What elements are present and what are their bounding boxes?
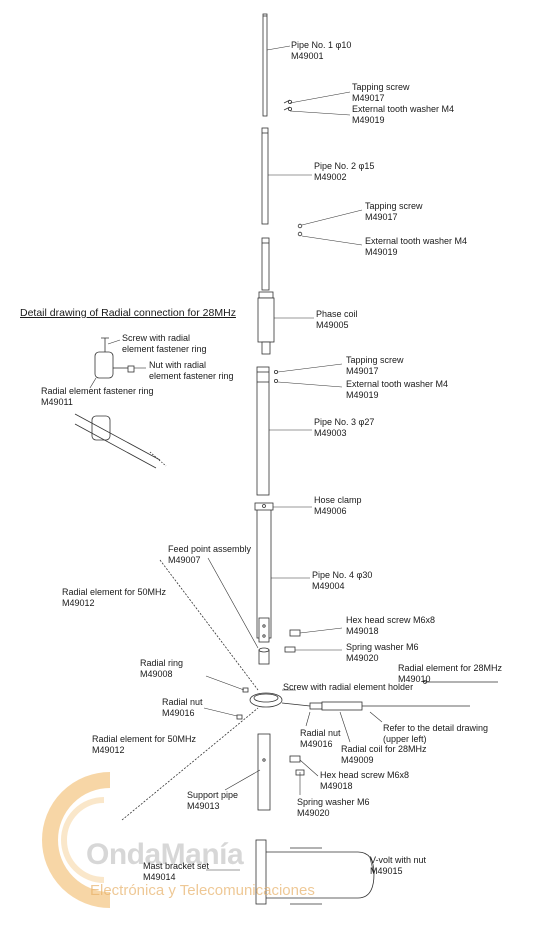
label-radial-nut-left: Radial nut M49016 — [162, 697, 203, 718]
label-pipe-no3: Pipe No. 3 φ27 M49003 — [314, 417, 375, 438]
label-v-volt: V-volt with nut M49015 — [370, 855, 427, 876]
radial-28-drawing — [281, 680, 498, 711]
phase-coil-drawing — [257, 291, 275, 355]
label-pipe-no4: Pipe No. 4 φ30 M49004 — [312, 570, 373, 591]
logo-brand-b: Manía — [160, 838, 244, 871]
label-radial-50-lower: Radial element for 50MHz M49012 — [92, 734, 197, 755]
logo-brand-a: Onda — [86, 838, 161, 871]
logo-tagline: Electrónica y Telecomunicaciones — [90, 882, 315, 899]
label-pipe-no1: Pipe No. 1 φ10 M49001 — [291, 40, 352, 61]
label-hex-screw-1: Hex head screw M6x8 M49018 — [346, 615, 436, 636]
detail-drawing — [74, 337, 167, 469]
label-fastener-ring: Radial element fastener ring M49011 — [41, 386, 154, 407]
feed-point-drawing — [258, 647, 270, 665]
label-mast-bracket: Mast bracket set M49014 — [143, 861, 210, 882]
label-tapping-screw-3: Tapping screw M49017 — [346, 355, 404, 376]
label-hex-screw-2: Hex head screw M6x8 M49018 — [320, 770, 410, 791]
label-pipe-no2: Pipe No. 2 φ15 M49002 — [314, 161, 375, 182]
label-tooth-washer-2: External tooth washer M4 M49019 — [365, 236, 468, 257]
label-radial-28: Radial element for 28MHz M49010 — [398, 663, 503, 684]
label-screw-holder: Screw with radial element holder — [283, 682, 414, 692]
label-tapping-screw-2: Tapping screw M49017 — [365, 201, 423, 222]
ondamania-logo — [42, 772, 111, 908]
label-screw-fastener: Screw with radial element fastener ring — [122, 333, 207, 354]
radial-50-lower-drawing — [121, 707, 259, 821]
label-hose-clamp: Hose clamp M49006 — [314, 495, 362, 516]
pipe-no4-drawing — [254, 502, 274, 643]
radial-50-upper-drawing — [159, 559, 259, 691]
tapping-screw-2-drawing — [297, 223, 303, 237]
hex-screw-1-drawing — [284, 629, 301, 653]
label-phase-coil: Phase coil M49005 — [316, 309, 358, 330]
detail-drawing-title: Detail drawing of Radial connection for … — [20, 307, 236, 319]
tapping-screw-1-drawing — [283, 99, 292, 112]
label-spring-washer-2: Spring washer M6 M49020 — [297, 797, 370, 818]
label-nut-fastener: Nut with radial element fastener ring — [149, 360, 234, 381]
tapping-screw-3-drawing — [273, 369, 278, 383]
label-spring-washer-1: Spring washer M6 M49020 — [346, 642, 419, 663]
label-radial-50-upper: Radial element for 50MHz M49012 — [62, 587, 167, 608]
logo-wordmark: OndaManía — [86, 838, 244, 872]
label-tooth-washer-1: External tooth washer M4 M49019 — [352, 104, 455, 125]
label-radial-ring: Radial ring M49008 — [140, 658, 184, 679]
pipe-no3-drawing — [256, 366, 270, 496]
pipe-no2-drawing — [261, 127, 269, 225]
radial-ring-drawing — [236, 687, 283, 720]
label-radial-nut-right: Radial nut M49016 — [300, 728, 341, 749]
label-tooth-washer-3: External tooth washer M4 M49019 — [346, 379, 449, 400]
pipe-no1-drawing — [262, 13, 268, 117]
joint-pipe-drawing — [261, 237, 270, 291]
label-refer-detail: Refer to the detail drawing (upper left) — [383, 723, 489, 744]
leader-lines — [89, 45, 383, 875]
label-feed-point: Feed point assembly M49007 — [168, 544, 252, 565]
label-tapping-screw-1: Tapping screw M49017 — [352, 82, 410, 103]
label-radial-coil: Radial coil for 28MHz M49009 — [341, 744, 427, 765]
label-support-pipe: Support pipe M49013 — [187, 790, 239, 811]
